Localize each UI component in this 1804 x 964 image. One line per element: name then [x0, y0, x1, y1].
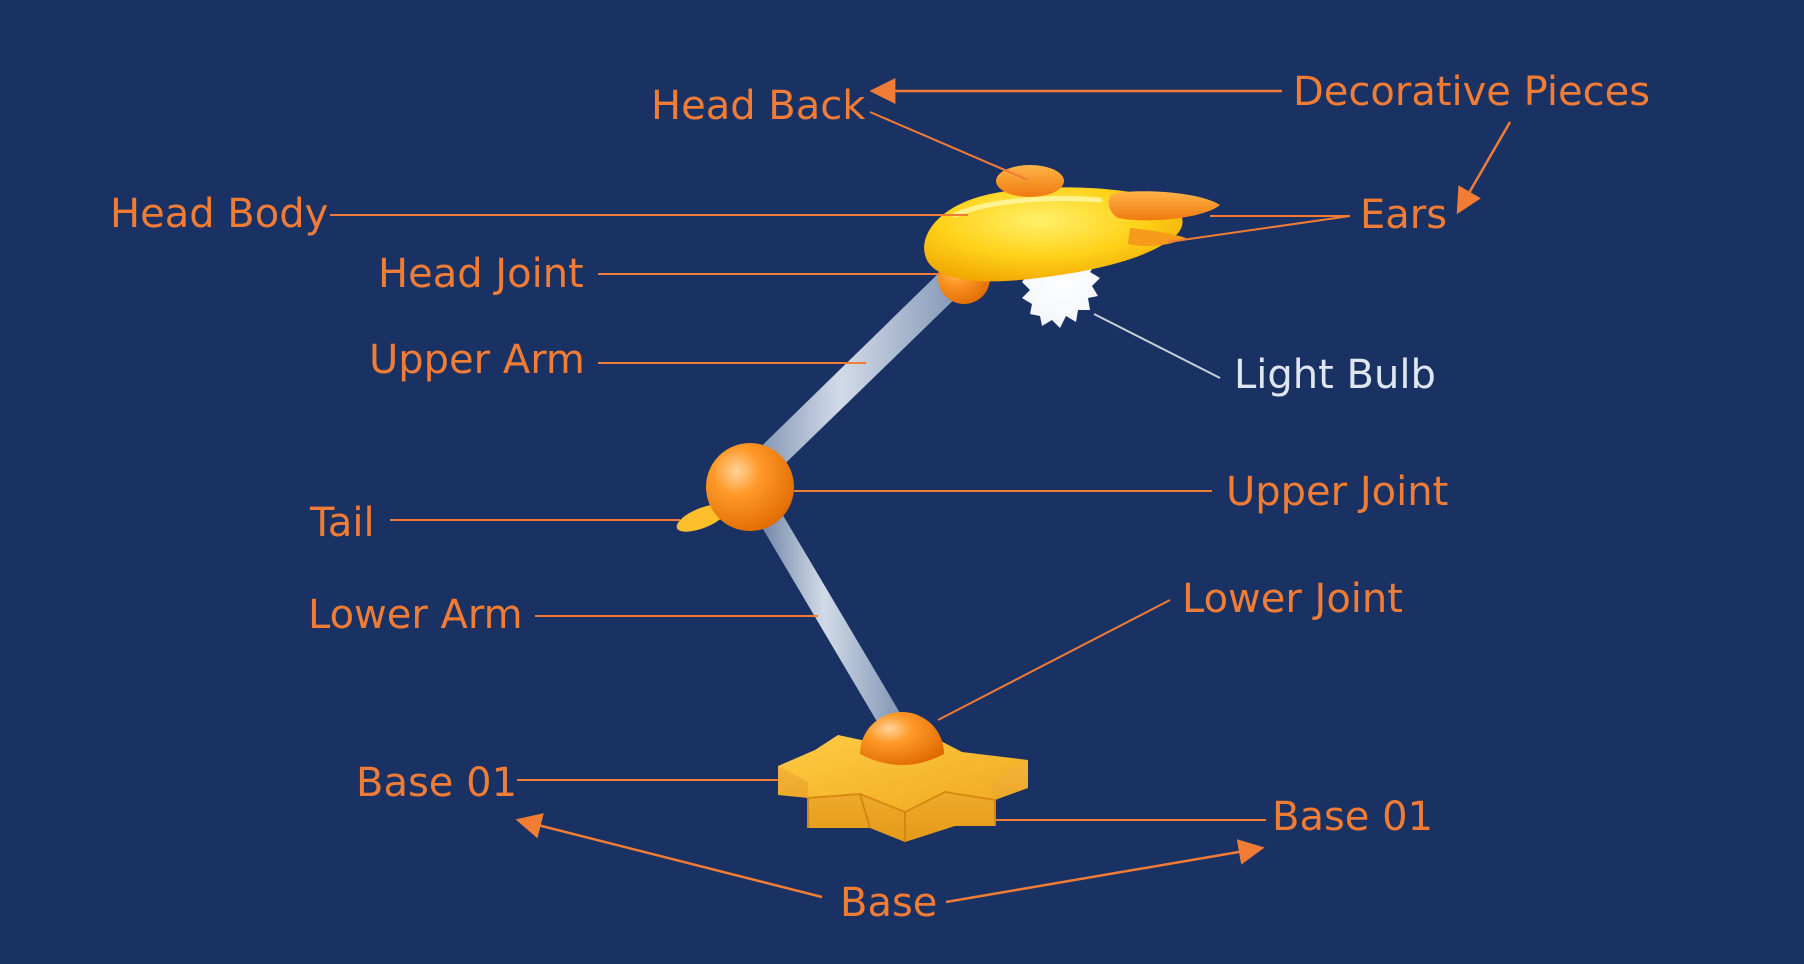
leader-base-to-left: [515, 813, 823, 899]
label-head-body: Head Body: [110, 191, 328, 237]
lower-joint-sphere: [860, 712, 944, 765]
base-prism: [778, 735, 1028, 842]
leader-decorative-to-ears: [1456, 121, 1512, 215]
label-light-bulb: Light Bulb: [1234, 352, 1436, 398]
leader-lines: [330, 78, 1512, 904]
label-base-01-right: Base 01: [1272, 794, 1433, 840]
label-upper-arm: Upper Arm: [369, 337, 585, 383]
label-base: Base: [840, 880, 937, 926]
label-head-joint: Head Joint: [378, 251, 584, 297]
label-upper-joint: Upper Joint: [1226, 469, 1448, 515]
upper-arm-rod: [737, 268, 966, 488]
labels: Decorative Pieces Head Back Head Body Ea…: [110, 69, 1650, 926]
label-lower-joint: Lower Joint: [1182, 576, 1403, 622]
leader-lower-joint: [937, 599, 1171, 721]
label-tail: Tail: [309, 500, 375, 546]
leader-ears-lower: [1167, 215, 1351, 243]
label-ears: Ears: [1360, 192, 1447, 238]
leader-light-bulb: [1093, 313, 1221, 379]
label-decorative-pieces: Decorative Pieces: [1293, 69, 1650, 115]
lamp-illustration: [676, 165, 1220, 842]
label-base-01-left: Base 01: [356, 760, 517, 806]
leader-base-to-right: [945, 839, 1265, 904]
leader-head-back: [869, 111, 1029, 181]
label-head-back: Head Back: [651, 83, 866, 129]
label-lower-arm: Lower Arm: [308, 592, 523, 638]
upper-joint-sphere: [706, 443, 794, 531]
lower-arm-rod: [760, 512, 903, 730]
